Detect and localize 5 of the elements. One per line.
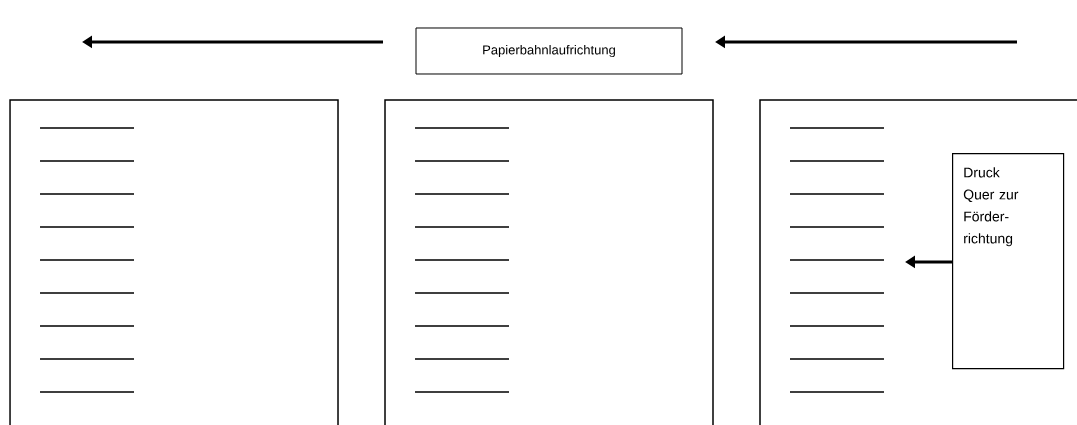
paper-sheet — [759, 99, 1077, 425]
paper-sheet — [384, 99, 714, 425]
label-box: Papierbahnlaufrichtung — [415, 27, 683, 75]
paper-sheet — [9, 99, 339, 425]
pressure-box: Druck Quer zur Förder- richtung — [952, 153, 1065, 370]
